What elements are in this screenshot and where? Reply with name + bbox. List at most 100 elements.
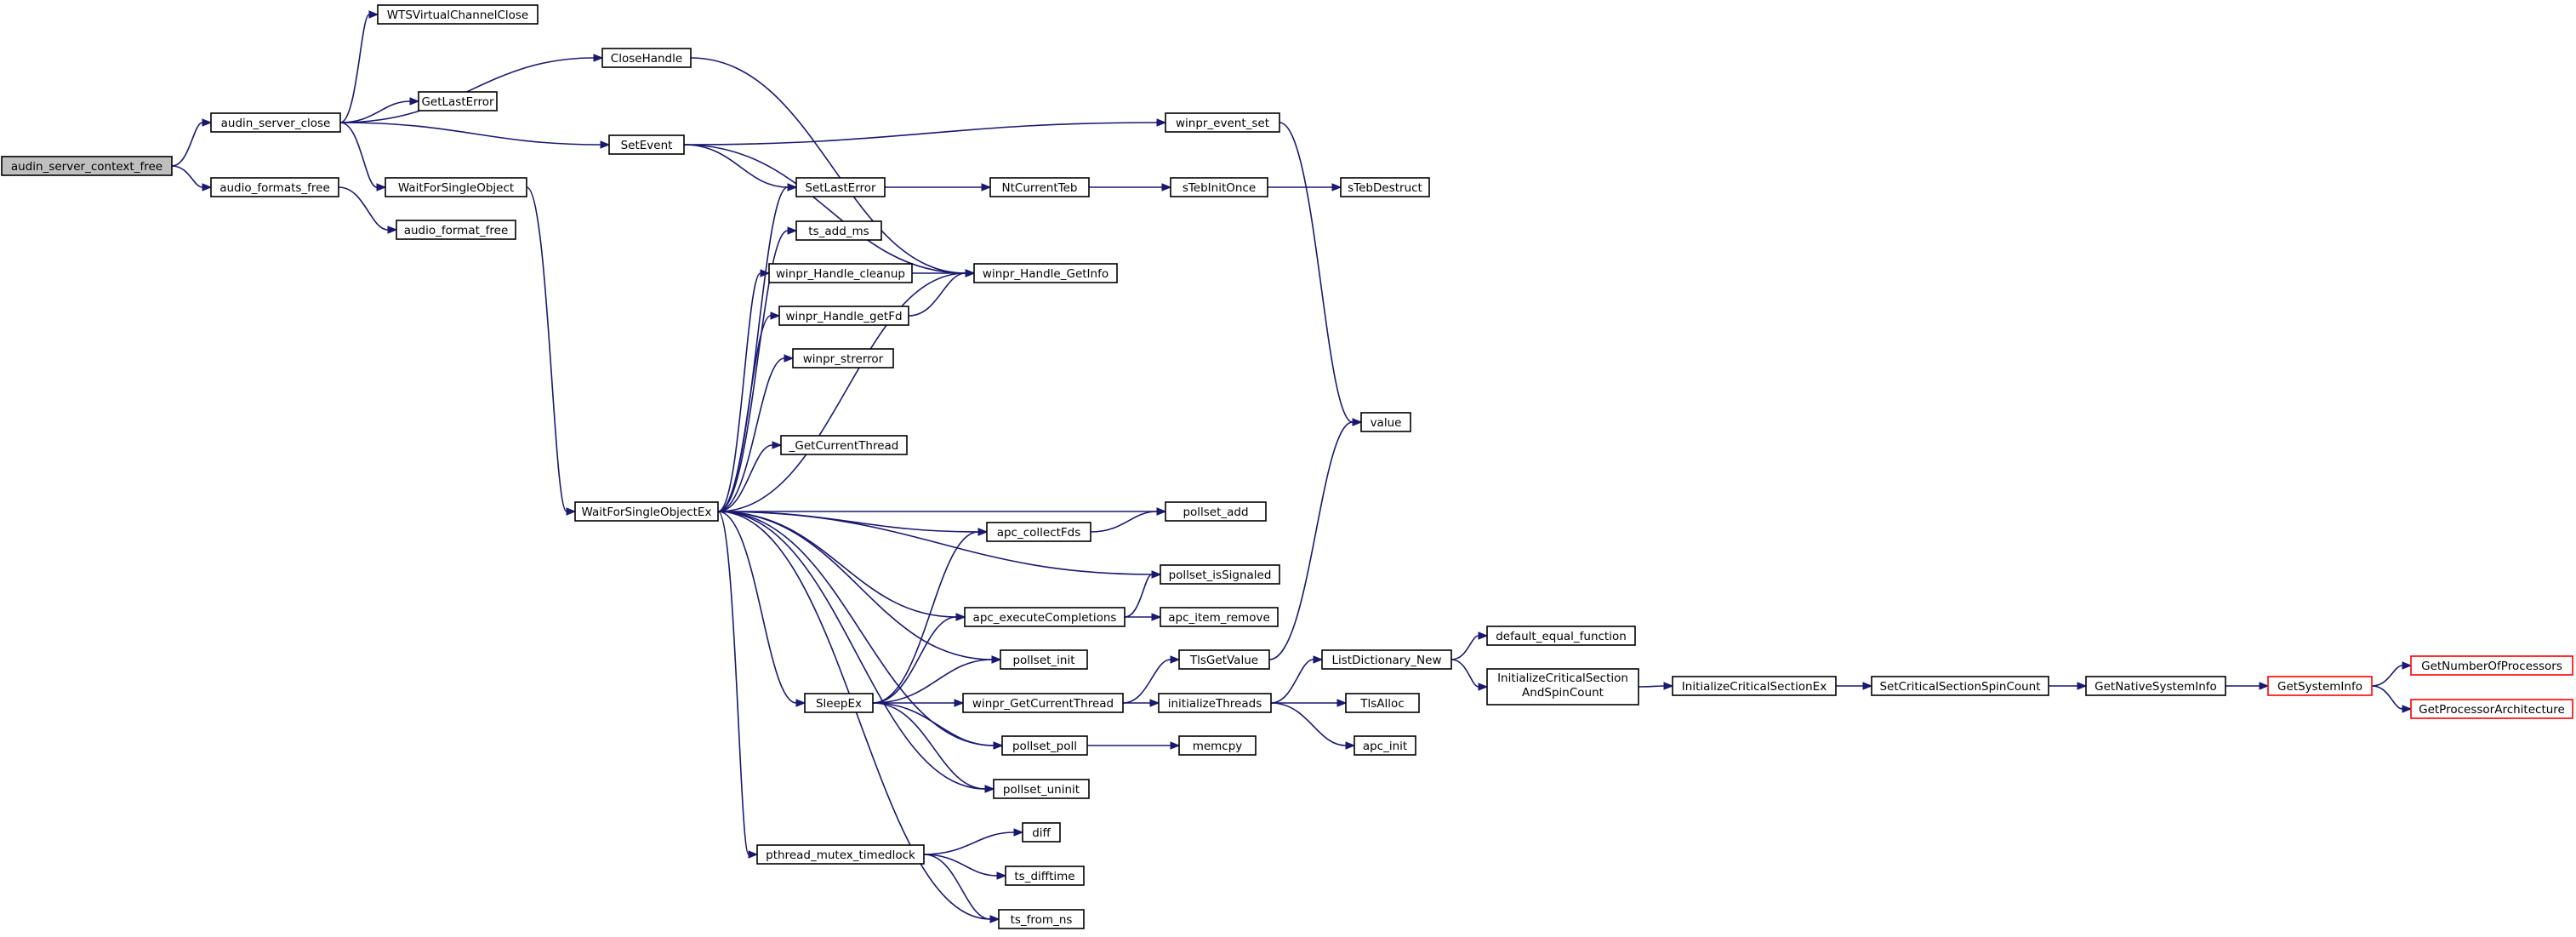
edge-ldnew-to-def <box>1450 631 1489 660</box>
node-tsdt[interactable]: ts_difftime <box>1005 866 1085 886</box>
node-sdest[interactable]: sTebDestruct <box>1340 177 1430 197</box>
node-box <box>986 522 1091 542</box>
node-box <box>1001 735 1088 756</box>
node-tlsalloc[interactable]: TlsAlloc <box>1345 693 1420 713</box>
node-plsig[interactable]: pollset_isSignaled <box>1160 564 1280 585</box>
node-apcec[interactable]: apc_executeCompletions <box>964 607 1126 627</box>
node-label: audio_format_free <box>404 224 509 237</box>
node-tsfn[interactable]: ts_from_ns <box>998 909 1085 929</box>
arrow-head-icon <box>1478 631 1489 640</box>
node-whc[interactable]: winpr_Handle_cleanup <box>768 263 913 283</box>
edge-line <box>1450 659 1479 688</box>
node-box <box>1000 649 1088 670</box>
node-diff[interactable]: diff <box>1022 822 1061 843</box>
node-closeh[interactable]: CloseHandle <box>601 48 692 68</box>
node-pladd[interactable]: pollset_add <box>1165 501 1267 522</box>
node-gnsi[interactable]: GetNativeSystemInfo <box>2085 676 2226 696</box>
node-layer: audin_server_context_freeaudin_server_cl… <box>1 4 2573 929</box>
node-box <box>1178 649 1270 670</box>
edge-sleepex-to-plinit <box>872 655 1002 704</box>
node-setev[interactable]: SetEvent <box>608 134 685 155</box>
node-label: sTebInitOnce <box>1183 181 1256 195</box>
edge-scssc-to-gnsi <box>2049 682 2088 690</box>
edge-layer <box>171 10 2413 923</box>
edge-apcec-to-apcir <box>1124 613 1162 621</box>
node-ptml[interactable]: pthread_mutex_timedlock <box>756 844 925 865</box>
arrow-head-icon <box>202 118 213 127</box>
node-apccf[interactable]: apc_collectFds <box>986 522 1091 542</box>
node-box <box>2085 676 2226 696</box>
node-box <box>1158 693 1272 713</box>
node-plinit[interactable]: pollset_init <box>1000 649 1088 670</box>
arrow-head-icon <box>1161 183 1172 191</box>
arrow-head-icon <box>1331 183 1342 191</box>
node-ntct[interactable]: NtCurrentTeb <box>989 177 1090 197</box>
node-apcir[interactable]: apc_item_remove <box>1160 607 1279 627</box>
edge-wfsoex-to-plpoll <box>717 511 1004 750</box>
node-wtsclose[interactable]: WTSVirtualChannelClose <box>377 4 539 25</box>
node-box <box>1672 676 1837 696</box>
edge-line <box>683 122 1158 146</box>
node-whg[interactable]: winpr_Handle_getFd <box>778 306 909 326</box>
node-gsi[interactable]: GetSystemInfo <box>2267 676 2373 696</box>
node-label: ts_from_ns <box>1011 913 1073 927</box>
edge-line <box>1638 685 1665 688</box>
node-wfsoex[interactable]: WaitForSingleObjectEx <box>574 501 719 522</box>
node-wgct[interactable]: winpr_GetCurrentThread <box>962 693 1124 713</box>
node-initth[interactable]: initializeThreads <box>1158 693 1272 713</box>
edge-wfsoex-to-wstr <box>717 354 795 512</box>
edge-line <box>339 57 595 123</box>
edge-line <box>717 511 797 704</box>
node-box <box>608 134 685 155</box>
node-icsex[interactable]: InitializeCriticalSectionEx <box>1672 676 1837 696</box>
node-pluninit[interactable]: pollset_uninit <box>993 779 1090 799</box>
node-sinit[interactable]: sTebInitOnce <box>1170 177 1268 197</box>
edge-line <box>683 144 966 274</box>
node-def[interactable]: default_equal_function <box>1486 626 1636 646</box>
edge-line <box>717 511 749 855</box>
node-wstr[interactable]: winpr_strerror <box>792 348 894 369</box>
edge-wfsoex-to-tsadd <box>717 226 798 512</box>
edge-root-to-asc <box>171 118 213 167</box>
edge-wfsoex-to-whgi <box>717 269 976 512</box>
edge-initth-to-tlsalloc <box>1270 699 1348 707</box>
node-gpa[interactable]: GetProcessorArchitecture <box>2410 699 2573 719</box>
node-plpoll[interactable]: pollset_poll <box>1001 735 1088 756</box>
node-tsadd[interactable]: ts_add_ms <box>795 220 882 241</box>
node-scssc[interactable]: SetCriticalSectionSpinCount <box>1871 676 2049 696</box>
node-tlsgv[interactable]: TlsGetValue <box>1178 649 1270 670</box>
arrow-head-icon <box>954 699 965 707</box>
edge-line <box>717 272 761 512</box>
node-asc[interactable]: audin_server_close <box>210 112 341 133</box>
arrow-head-icon <box>202 183 213 191</box>
node-box <box>989 177 1090 197</box>
node-label: InitializeCriticalSectionEx <box>1682 680 1827 694</box>
node-label: ts_add_ms <box>808 225 869 238</box>
node-aff[interactable]: audio_formats_free <box>210 177 339 197</box>
node-gct[interactable]: _GetCurrentThread <box>780 435 908 455</box>
node-label: pollset_init <box>1012 654 1074 667</box>
node-af[interactable]: audio_format_free <box>396 220 516 240</box>
node-label: SetLastError <box>805 181 876 195</box>
node-wes[interactable]: winpr_event_set <box>1165 112 1280 133</box>
node-label: winpr_Handle_cleanup <box>776 267 905 281</box>
node-box <box>2410 699 2573 719</box>
arrow-head-icon <box>1156 118 1167 127</box>
node-label: pthread_mutex_timedlock <box>766 848 915 862</box>
node-sleepex[interactable]: SleepEx <box>804 693 874 713</box>
node-value[interactable]: value <box>1360 412 1411 432</box>
edge-icsex-to-scssc <box>1836 682 1873 690</box>
node-wfso[interactable]: WaitForSingleObject <box>385 177 527 197</box>
arrow-head-icon <box>566 507 577 516</box>
edge-whg-to-whgi <box>908 269 976 317</box>
edge-line <box>923 831 1015 855</box>
arrow-head-icon <box>1862 682 1873 690</box>
node-apcinit[interactable]: apc_init <box>1354 735 1416 756</box>
node-ldnew[interactable]: ListDictionary_New <box>1321 649 1452 670</box>
node-memcpy[interactable]: memcpy <box>1178 735 1257 756</box>
node-gle[interactable]: GetLastError <box>418 91 498 111</box>
node-sle[interactable]: SetLastError <box>795 177 886 197</box>
node-gnop[interactable]: GetNumberOfProcessors <box>2410 655 2573 676</box>
node-whgi[interactable]: winpr_Handle_GetInfo <box>973 263 1118 283</box>
